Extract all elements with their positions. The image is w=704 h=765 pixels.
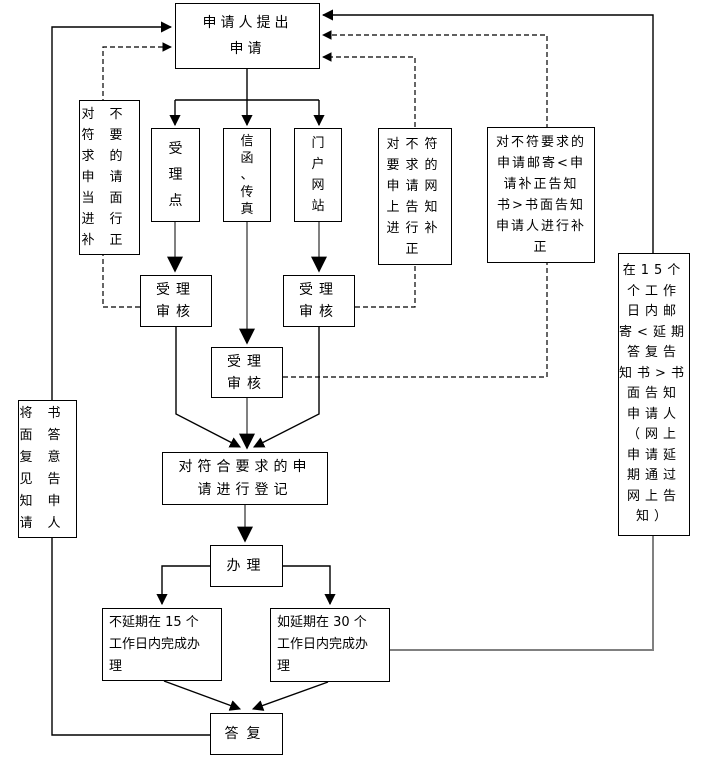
- text-line: 进行补: [386, 220, 444, 236]
- text-line: 审核: [299, 304, 339, 320]
- text-line: 上告知: [386, 199, 444, 215]
- node-letter-fax: 信函、传真: [223, 128, 271, 222]
- text-line: 请补正告知: [503, 177, 579, 192]
- edge-within30-to-delaynotice: [390, 536, 654, 651]
- edge-review-left-to-register: [175, 327, 241, 448]
- text-line: 审核: [227, 375, 267, 392]
- text-line: 不延期在 15 个: [109, 614, 199, 630]
- text-line: 申请人: [626, 406, 681, 422]
- text-line: 知申: [19, 494, 76, 509]
- node-onsite-correction: 对不符要求的申请当面进行补正: [79, 100, 140, 255]
- node-review-middle: 受理审核: [211, 347, 283, 398]
- text-line: 申请人进行补: [495, 219, 586, 234]
- edges-solid-black: [51, 9, 654, 736]
- text-line: 信: [240, 133, 254, 149]
- text-line: 传: [240, 184, 254, 200]
- text-line: 受理: [299, 282, 339, 298]
- text-line: 办理: [226, 558, 267, 574]
- text-line: 书>书面告知: [497, 198, 585, 213]
- text-line: 申请延: [626, 447, 681, 463]
- text-line: 对不: [81, 107, 138, 122]
- node-mail-correction: 对不符要求的申请邮寄<申请补正告知书>书面告知申请人进行补正: [487, 127, 595, 263]
- text-line: 受理: [156, 282, 196, 298]
- text-line: 期通过: [626, 468, 681, 484]
- text-line: 对不符: [386, 136, 444, 152]
- node-accept-point: 受理点: [151, 128, 200, 222]
- text-line: 函: [240, 150, 254, 166]
- text-line: 进行: [81, 212, 138, 227]
- text-line: 真: [240, 201, 254, 217]
- node-process: 办理: [210, 545, 283, 587]
- text-line: 站: [311, 199, 325, 214]
- text-line: 申请网: [386, 178, 444, 194]
- text-line: 答复告: [626, 345, 681, 361]
- text-line: 户: [311, 157, 325, 172]
- text-line: 申请邮寄<申: [497, 156, 585, 171]
- text-line: 对不符要求的: [495, 135, 586, 150]
- node-applicant-submit: 申请人提出申请: [175, 3, 320, 69]
- node-within-30-days: 如延期在 30 个工作日内完成办理: [270, 608, 390, 682]
- node-notify-written-reply: 将书面答复意见告知申请人: [18, 400, 77, 538]
- edge-within15-to-reply: [163, 680, 242, 711]
- node-within-15-days: 不延期在 15 个工作日内完成办理: [102, 608, 222, 681]
- text-line: 面答: [19, 428, 76, 443]
- node-portal-website: 门户网站: [294, 128, 342, 222]
- text-line: 当面: [81, 191, 138, 206]
- node-online-correction: 对不符要求的申请网上告知进行补正: [378, 128, 452, 265]
- edges-solid-gray: [167, 222, 654, 651]
- text-line: 、: [240, 167, 254, 183]
- text-line: 申请: [81, 170, 138, 185]
- edge-review-right-to-register: [253, 327, 320, 448]
- text-line: 个工作: [626, 283, 681, 299]
- edge-process-to-within30: [283, 565, 336, 606]
- text-line: 求的: [81, 149, 138, 164]
- text-line: 网: [311, 178, 325, 193]
- text-line: 面告知: [626, 386, 681, 402]
- text-line: 工作日内完成办: [109, 636, 201, 652]
- text-line: 答复: [224, 726, 269, 742]
- text-line: 网上告: [626, 488, 681, 504]
- text-line: 受: [168, 141, 183, 157]
- text-line: 理: [277, 659, 291, 674]
- text-line: 申请: [229, 41, 266, 57]
- text-line: 正: [405, 241, 425, 257]
- edge-reply-notify-loop: [51, 21, 210, 736]
- text-line: 理: [168, 167, 183, 183]
- text-line: 受理: [227, 353, 267, 370]
- node-register-application: 对符合要求的申请进行登记: [162, 452, 328, 505]
- node-delay-notice: 在15个个工作日内邮寄<延期答复告知书>书面告知申请人 （网上申请延期通过网上告知…: [618, 253, 690, 536]
- text-line: 见告: [19, 472, 76, 487]
- node-review-right: 受理审核: [283, 275, 355, 327]
- text-line: 点: [168, 193, 183, 209]
- text-line: 审核: [156, 304, 196, 320]
- text-line: 门: [311, 136, 325, 151]
- text-line: 日内邮: [626, 304, 681, 320]
- text-line: 要求的: [386, 157, 444, 173]
- edge-onsite-correction-loop: [102, 42, 172, 308]
- text-line: 在15个: [622, 263, 686, 279]
- text-line: 请进行登记: [197, 481, 293, 498]
- text-line: 将书: [19, 406, 76, 421]
- text-line: 复意: [19, 450, 76, 465]
- text-line: 对符合要求的申: [178, 458, 312, 475]
- text-line: 请人: [19, 516, 76, 531]
- text-line: 寄<延期: [619, 324, 689, 340]
- text-line: 正: [533, 240, 549, 255]
- text-line: 补正: [81, 233, 138, 248]
- text-line: 知书>书: [619, 365, 689, 381]
- text-line: （网上: [626, 427, 681, 443]
- text-line: 工作日内完成办: [277, 637, 369, 652]
- node-review-left: 受理审核: [140, 275, 212, 327]
- edge-within30-to-reply: [251, 681, 329, 711]
- text-line: 符要: [81, 128, 138, 143]
- node-reply: 答复: [210, 713, 283, 755]
- text-line: 理: [109, 658, 123, 674]
- edge-process-to-within15: [156, 565, 210, 606]
- text-line: 如延期在 30 个: [277, 615, 367, 630]
- text-line: 知）: [635, 509, 672, 525]
- text-line: 申请人提出: [202, 15, 293, 31]
- edge-delaynotice-to-applicant: [321, 9, 654, 253]
